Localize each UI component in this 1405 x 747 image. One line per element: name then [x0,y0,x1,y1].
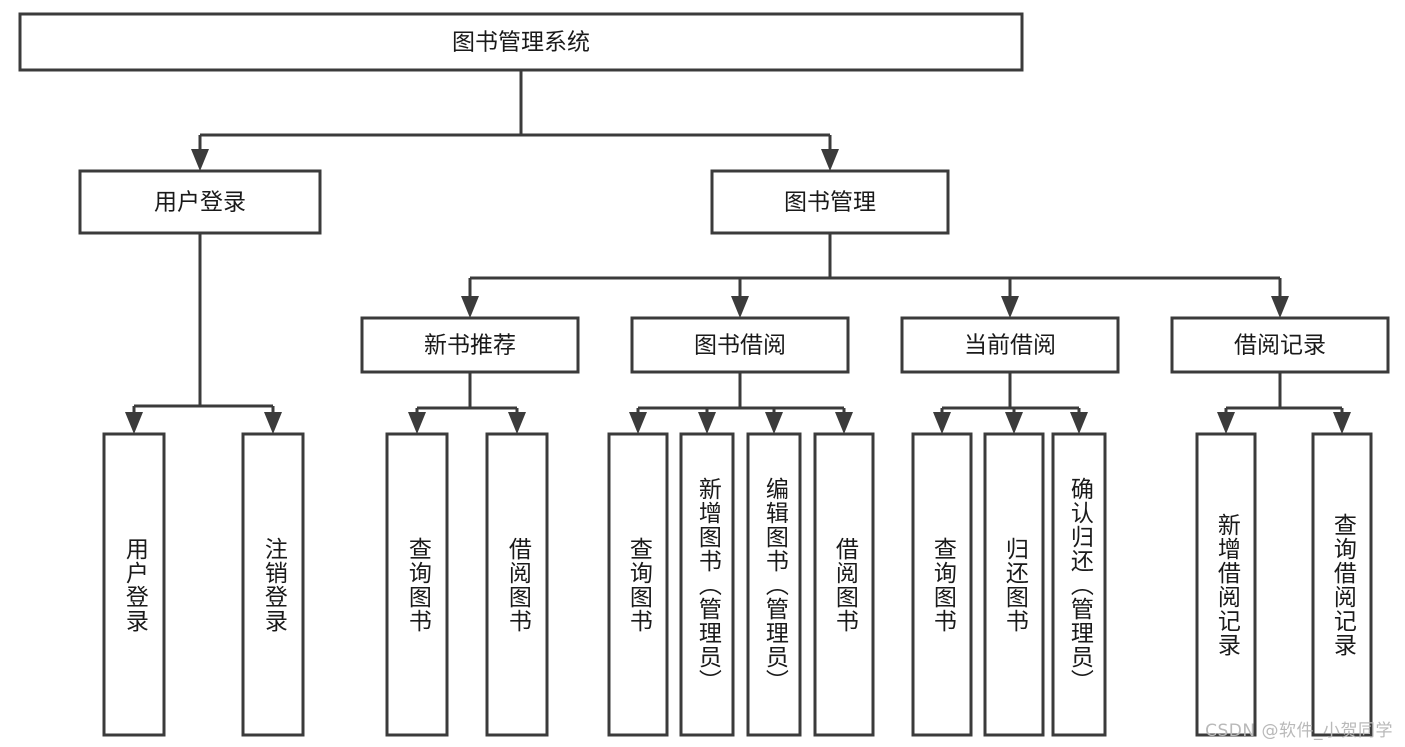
node-box-book-manage[interactable] [710,169,950,235]
arrowhead-root-to-l1-1 [821,149,839,171]
node-label-root: 图书管理系统 [452,30,590,56]
node-box-book-borrow[interactable] [630,316,850,374]
node-box-leaf-borrow-book-recommend[interactable] [485,432,549,737]
node-box-leaf-query-book-borrow[interactable] [607,432,669,737]
arrowhead-current-to-leaves-1 [1005,412,1023,434]
node-box-leaf-return-book[interactable] [983,432,1045,737]
arrowhead-bm-to-l2-2 [1001,296,1019,318]
node-box-leaf-query-book-recommend[interactable] [385,432,449,737]
arrowhead-root-to-l1-0 [191,149,209,171]
node-label-borrow-record: 借阅记录 [1234,333,1326,359]
node-box-leaf-logout[interactable] [241,432,305,737]
arrowhead-borrow-to-leaves-2 [765,412,783,434]
node-box-current-borrow[interactable] [900,316,1120,374]
arrowhead-record-to-leaves-0 [1217,412,1235,434]
node-label-current-borrow: 当前借阅 [964,333,1056,359]
watermark-text: CSDN @软件_小贺同学 [1205,721,1393,741]
arrowhead-record-to-leaves-1 [1333,412,1351,434]
node-label-book-manage: 图书管理 [784,190,876,216]
connector-edges-group [125,70,1351,434]
node-label-user-login: 用户登录 [154,190,246,216]
node-box-leaf-edit-book-admin[interactable] [746,432,802,737]
arrowhead-bm-to-l2-0 [461,296,479,318]
node-box-leaf-borrow-book[interactable] [813,432,875,737]
arrowhead-borrow-to-leaves-3 [835,412,853,434]
arrowhead-rec-to-leaves-0 [408,412,426,434]
arrowhead-current-to-leaves-0 [933,412,951,434]
arrowhead-current-to-leaves-2 [1070,412,1088,434]
arrowhead-rec-to-leaves-1 [508,412,526,434]
node-box-leaf-confirm-return-admin[interactable] [1051,432,1107,737]
node-box-leaf-user-login[interactable] [102,432,166,737]
node-box-leaf-query-borrow-record[interactable] [1311,432,1373,737]
arrowhead-borrow-to-leaves-0 [629,412,647,434]
node-box-leaf-add-borrow-record[interactable] [1195,432,1257,737]
node-boxes-group [18,12,1390,737]
arrowhead-ul-to-leaves-1 [264,412,282,434]
node-label-new-book-recommend: 新书推荐 [424,333,516,359]
arrowhead-bm-to-l2-1 [731,296,749,318]
node-label-book-borrow: 图书借阅 [694,333,786,359]
node-box-root[interactable] [18,12,1024,72]
node-box-leaf-add-book-admin[interactable] [679,432,735,737]
node-box-user-login[interactable] [78,169,322,235]
node-box-borrow-record[interactable] [1170,316,1390,374]
node-box-new-book-recommend[interactable] [360,316,580,374]
arrowhead-ul-to-leaves-0 [125,412,143,434]
node-box-leaf-query-book-current[interactable] [911,432,973,737]
arrowhead-bm-to-l2-3 [1271,296,1289,318]
arrowhead-borrow-to-leaves-1 [698,412,716,434]
